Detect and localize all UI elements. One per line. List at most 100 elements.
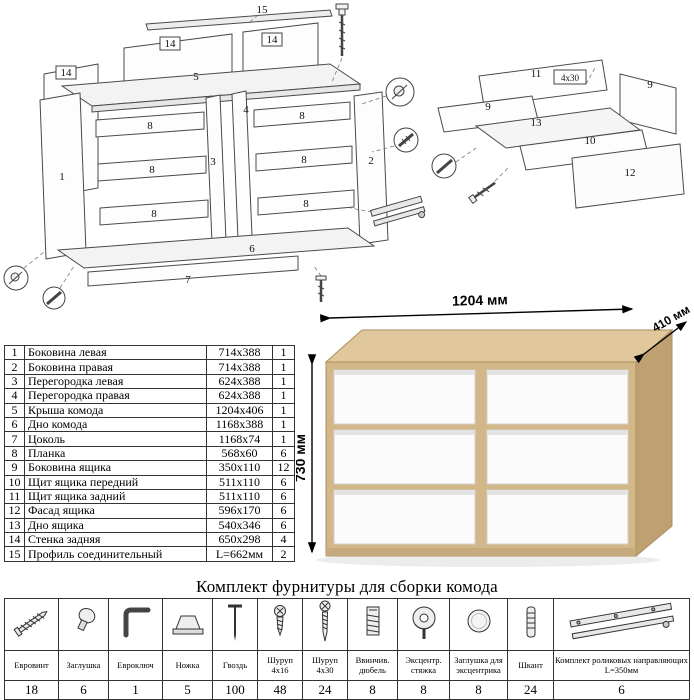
part-label: 14 xyxy=(165,38,177,50)
hardware-name: Шуруп 4x30 xyxy=(302,650,348,681)
part-size: 596x170 xyxy=(206,503,273,519)
screw-callout-top-icon xyxy=(335,3,349,56)
hardware-qty: 24 xyxy=(302,680,348,700)
part-plank-8 xyxy=(99,199,209,226)
hardware-qty: 1 xyxy=(108,680,163,700)
hex-key-icon xyxy=(123,607,150,638)
part-name: Перегородка правая xyxy=(24,388,207,404)
part-qty: 6 xyxy=(272,503,295,519)
exploded-view-carcass: 15 14 14 14 5 1 3 4 8 8 8 8 8 8 2 6 7 xyxy=(3,3,426,310)
part-name: Боковина правая xyxy=(24,359,207,375)
part-number: 9 xyxy=(4,460,25,476)
part-name: Щит ящика задний xyxy=(24,488,207,505)
part-size: 568x60 xyxy=(206,445,273,462)
part-partition-3 xyxy=(205,94,227,244)
part-label: 14 xyxy=(267,34,279,46)
part-qty: 1 xyxy=(272,359,295,375)
part-number: 7 xyxy=(4,431,25,447)
cap-icon xyxy=(76,607,95,632)
hardware-icons-row xyxy=(4,598,690,651)
exploded-view-drawer: 11 4x30 9 9 13 10 12 xyxy=(431,59,685,209)
hardware-name: Евровинт xyxy=(4,650,59,681)
part-name: Дно ящика xyxy=(24,517,207,534)
part-number: 5 xyxy=(4,402,25,418)
part-plank-8 xyxy=(255,145,353,172)
part-size: L=662мм xyxy=(206,546,273,562)
part-size: 1204x406 xyxy=(206,402,273,418)
hardware-cell xyxy=(162,598,213,651)
label-box xyxy=(159,36,181,51)
part-name: Профиль соединительный xyxy=(24,546,207,562)
free-screw-icon xyxy=(468,181,496,205)
part-number: 12 xyxy=(4,503,25,519)
cam-callout-bl-icon xyxy=(3,265,29,291)
part-number: 3 xyxy=(4,373,25,390)
drawer-front xyxy=(486,369,629,425)
wood-dowel-icon xyxy=(526,606,535,638)
hardware-name: Заглушка для эксцентрика xyxy=(449,650,508,681)
part-number: 1 xyxy=(4,344,25,361)
hardware-names-row: Евровинт Заглушка Евроключ Ножка Гвоздь … xyxy=(4,650,690,681)
leg-icon xyxy=(172,615,203,635)
part-number: 15 xyxy=(4,546,25,562)
hardware-cell xyxy=(397,598,450,651)
drawer-front xyxy=(486,429,629,485)
part-label: 12 xyxy=(625,167,636,179)
part-qty: 1 xyxy=(272,402,295,418)
drawer-slide-icon xyxy=(369,195,426,227)
part-profile-15 xyxy=(145,9,333,31)
hardware-qty: 8 xyxy=(449,680,508,700)
part-name: Крыша комода xyxy=(24,402,207,418)
hardware-name: Ввинчив. дюбель xyxy=(347,650,398,681)
screw-callout-bl-icon xyxy=(42,286,66,310)
hardware-qty: 100 xyxy=(212,680,258,700)
part-name: Щит ящика передний xyxy=(24,474,207,490)
drawer-front xyxy=(333,489,476,545)
part-qty: 1 xyxy=(272,344,295,361)
dimension-width-label: 1204 мм xyxy=(452,292,508,309)
screw-callout-bottom-icon xyxy=(315,275,327,302)
part-qty: 4 xyxy=(272,532,295,548)
product-render: 1204 мм 410 мм 730 мм xyxy=(296,292,692,567)
part-qty: 6 xyxy=(272,517,295,534)
label-box xyxy=(261,32,283,47)
part-plank-8 xyxy=(257,189,355,216)
hardware-name: Гвоздь xyxy=(212,650,258,681)
part-size: 540x346 xyxy=(206,517,273,534)
part-name: Фасад ящика xyxy=(24,503,207,519)
hardware-cell xyxy=(553,598,690,651)
hardware-table: Евровинт Заглушка Евроключ Ножка Гвоздь … xyxy=(4,598,690,700)
screw-4x16-icon xyxy=(274,605,286,637)
part-number: 13 xyxy=(4,517,25,534)
part-qty: 6 xyxy=(272,488,295,505)
part-number: 2 xyxy=(4,359,25,375)
part-label: 4 xyxy=(243,104,249,116)
part-label: 8 xyxy=(149,164,155,176)
part-label: 8 xyxy=(147,120,153,132)
part-size: 1168x74 xyxy=(206,431,273,447)
part-label: 13 xyxy=(531,117,543,129)
part-number: 4 xyxy=(4,388,25,404)
part-size: 1168x388 xyxy=(206,416,273,433)
part-size: 624x388 xyxy=(206,373,273,390)
hardware-name: Заглушка xyxy=(58,650,109,681)
dimension-width: 1204 мм xyxy=(320,292,634,323)
part-drawer-side-9 xyxy=(619,73,677,135)
drawer-front xyxy=(333,369,476,425)
part-name: Боковина левая xyxy=(24,344,207,361)
part-size: 714x388 xyxy=(206,359,273,375)
dowel-callout-icon xyxy=(393,127,419,153)
part-number: 11 xyxy=(4,488,25,505)
part-name: Перегородка левая xyxy=(24,373,207,390)
hardware-name: Шкант xyxy=(507,650,554,681)
hardware-cell xyxy=(507,598,554,651)
